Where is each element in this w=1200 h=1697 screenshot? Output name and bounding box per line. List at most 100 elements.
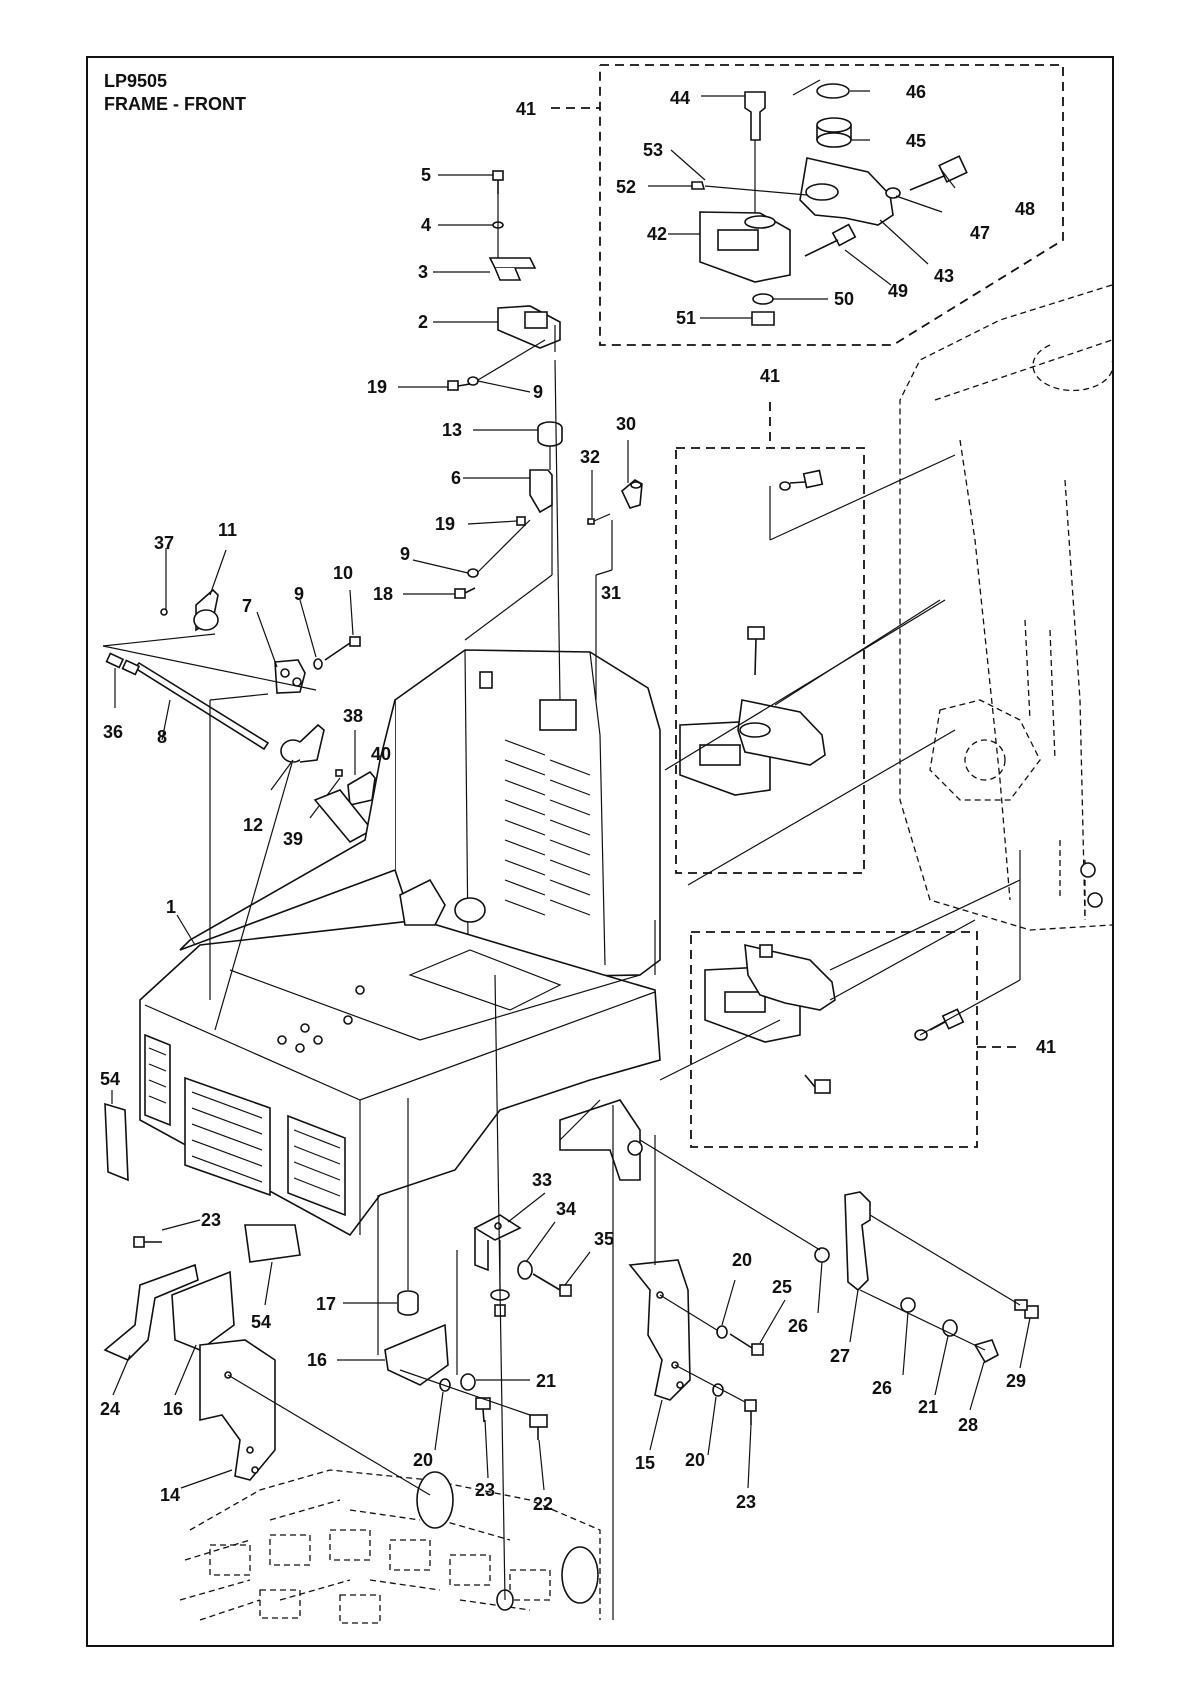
part-19-screw-lower (516, 516, 526, 526)
callout-20c: 20 (732, 1250, 752, 1270)
part-28-nut (973, 1339, 1000, 1364)
part-13-knob (537, 421, 563, 447)
callout-28: 28 (958, 1415, 978, 1435)
part-49-bolt (804, 223, 857, 257)
detail-box-41-top (599, 64, 1064, 346)
callout-27: 27 (830, 1346, 850, 1366)
callout-47: 47 (970, 223, 990, 243)
part-18-screw (454, 587, 476, 599)
part-24-bracket (103, 1263, 199, 1361)
callout-21a: 21 (536, 1371, 556, 1391)
callout-18: 18 (373, 584, 393, 604)
part-33-bracket (473, 1214, 522, 1272)
page-title: FRAME - FRONT (104, 94, 246, 114)
callout-6: 6 (451, 468, 461, 488)
callout-19b: 19 (435, 514, 455, 534)
callout-2: 2 (418, 312, 428, 332)
callout-20a: 20 (413, 1450, 433, 1470)
part-12-clamp (280, 723, 325, 763)
part-14-bracket (199, 1339, 276, 1481)
callout-41c: 41 (1036, 1037, 1056, 1057)
callout-14: 14 (160, 1485, 180, 1505)
callout-8: 8 (157, 727, 167, 747)
callout-9a: 9 (533, 382, 543, 402)
callout-19a: 19 (367, 377, 387, 397)
callout-45: 45 (906, 131, 926, 151)
callout-24: 24 (100, 1399, 120, 1419)
part-9-washer-upper (467, 376, 479, 386)
part-47-washer (885, 187, 901, 199)
callout-53: 53 (643, 140, 663, 160)
part-19-screw-upper (447, 380, 471, 391)
detail-box-41-lower (690, 931, 978, 1148)
part-21-washer-center (460, 1373, 476, 1391)
callout-36: 36 (103, 722, 123, 742)
part-34-washer (517, 1260, 533, 1280)
callout-34: 34 (556, 1199, 576, 1219)
callout-41b: 41 (760, 366, 780, 386)
part-42-bracket (699, 211, 791, 283)
part-41-pivot-lower (704, 943, 836, 1094)
callout-29: 29 (1006, 1371, 1026, 1391)
callout-54a: 54 (100, 1069, 120, 1089)
part-32-screw (587, 518, 595, 525)
callout-15: 15 (635, 1453, 655, 1473)
part-27-link (844, 1191, 871, 1292)
part-23-bolt-center (475, 1397, 491, 1423)
part-3-hinge-plate (488, 257, 537, 281)
part-51-nut (751, 311, 775, 326)
callout-16b: 16 (307, 1350, 327, 1370)
callout-17: 17 (316, 1294, 336, 1314)
part-10-bolt (324, 636, 361, 661)
part-48-bolt (909, 155, 968, 191)
callout-50: 50 (834, 289, 854, 309)
part-50-washer (752, 293, 774, 305)
callout-23b: 23 (475, 1480, 495, 1500)
callout-12: 12 (243, 815, 263, 835)
callout-13: 13 (442, 420, 462, 440)
callout-54b: 54 (251, 1312, 271, 1332)
callout-26b: 26 (872, 1378, 892, 1398)
callout-25: 25 (772, 1277, 792, 1297)
title-block: LP9505 FRAME - FRONT (104, 70, 246, 116)
callout-10: 10 (333, 563, 353, 583)
callout-3: 3 (418, 262, 428, 282)
callout-30: 30 (616, 414, 636, 434)
callout-21b: 21 (918, 1397, 938, 1417)
part-7-block (274, 659, 306, 694)
part-code: LP9505 (104, 71, 168, 91)
part-29-bolt (1014, 1299, 1039, 1319)
callout-9b: 9 (400, 544, 410, 564)
callout-26a: 26 (788, 1316, 808, 1336)
part-25-bolt (729, 1333, 764, 1356)
part-5-screw (492, 170, 504, 194)
part-11-clamp (193, 588, 219, 632)
callout-1: 1 (166, 897, 176, 917)
callout-38: 38 (343, 706, 363, 726)
part-37-pin (160, 608, 168, 616)
part-39-screw (335, 769, 343, 777)
part-16-plate-left (171, 1270, 235, 1351)
part-41-pivot-middle (679, 626, 826, 796)
callout-23c: 23 (736, 1492, 756, 1512)
callout-41a: 41 (516, 99, 536, 119)
part-46-snap-ring (816, 83, 850, 99)
part-30-clip (621, 479, 643, 509)
callout-11: 11 (218, 520, 237, 540)
callout-39: 39 (283, 829, 303, 849)
part-6-holder (529, 469, 553, 514)
part-44-pin (744, 91, 766, 220)
part-45-bushing (816, 117, 852, 148)
part-22-bolt (529, 1414, 548, 1440)
callout-48: 48 (1015, 199, 1035, 219)
part-43-arm (799, 157, 894, 226)
callout-9c: 9 (294, 584, 304, 604)
callout-7: 7 (242, 596, 252, 616)
part-52-grease-nipple (691, 181, 706, 190)
page-frame (86, 56, 1114, 1647)
part-15-bracket (628, 1259, 691, 1401)
part-1-frame (139, 649, 661, 1237)
callout-52: 52 (616, 177, 636, 197)
part-20-washer-right-top (716, 1325, 728, 1339)
part-38-latch (347, 770, 376, 806)
